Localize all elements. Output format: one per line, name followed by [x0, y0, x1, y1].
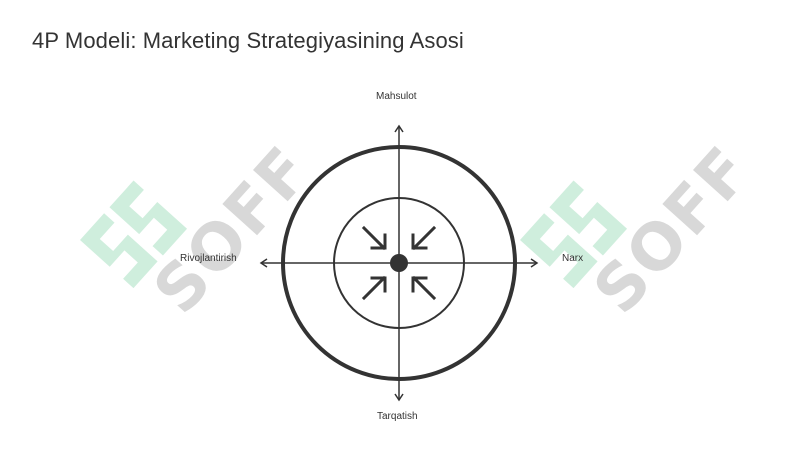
- converge-arrow-bottom-right-icon: [411, 275, 437, 301]
- label-mahsulot: Mahsulot: [376, 91, 417, 102]
- label-narx: Narx: [562, 253, 584, 264]
- label-rivojlantirish: Rivojlantirish: [180, 253, 237, 264]
- converge-arrow-top-left-icon: [361, 225, 387, 251]
- converge-arrow-top-right-icon: [411, 225, 437, 251]
- center-dot: [390, 254, 408, 272]
- converge-arrow-bottom-left-icon: [361, 275, 387, 301]
- label-tarqatish: Tarqatish: [377, 411, 418, 422]
- slide-title: 4P Modeli: Marketing Strategiyasining As…: [32, 28, 464, 53]
